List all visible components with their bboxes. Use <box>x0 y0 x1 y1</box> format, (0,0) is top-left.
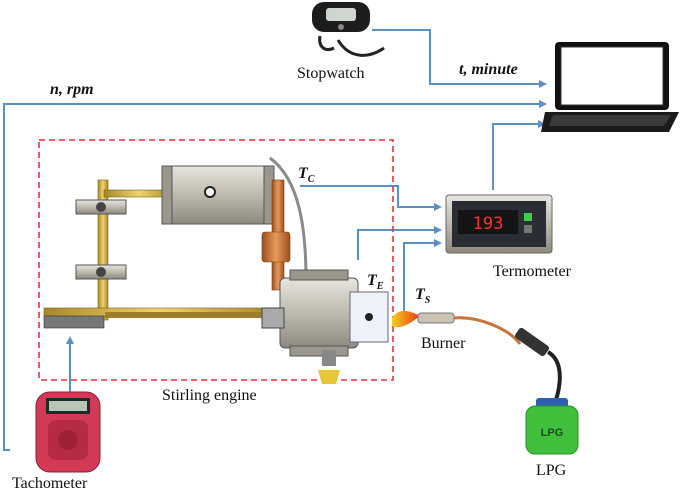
te-label: TE <box>367 272 384 293</box>
lpg-tank-text: LPG <box>541 427 564 439</box>
te-line <box>357 226 442 260</box>
tachometer-icon <box>35 391 101 473</box>
burner-icon <box>392 310 562 401</box>
stirling-engine-label: Stirling engine <box>162 387 257 404</box>
ts-line <box>403 239 442 318</box>
laptop-icon <box>541 42 679 132</box>
tc-label: TC <box>298 165 315 186</box>
t-minute-label: t, minute <box>459 61 518 78</box>
stirling-engine-icon <box>43 156 389 384</box>
lpg-label: LPG <box>536 462 567 479</box>
stopwatch-label: Stopwatch <box>297 65 365 82</box>
tachometer-label: Tachometer <box>12 475 88 492</box>
rpm-signal-line <box>3 100 547 451</box>
temperature-signal-line <box>492 120 546 190</box>
time-signal-line <box>372 29 547 88</box>
stopwatch-icon <box>312 2 385 57</box>
thermometer-device-icon: 193 <box>445 194 553 254</box>
n-rpm-label: n, rpm <box>50 81 94 98</box>
tc-line <box>300 185 442 211</box>
lpg-tank-icon: LPG <box>525 398 579 455</box>
connection-lines <box>3 29 547 451</box>
termometer-label: Termometer <box>493 263 571 280</box>
ts-label: TS <box>415 286 431 307</box>
thermometer-display-text: 193 <box>473 214 504 234</box>
burner-label: Burner <box>421 335 466 352</box>
stirling-engine-boundary <box>38 139 394 381</box>
